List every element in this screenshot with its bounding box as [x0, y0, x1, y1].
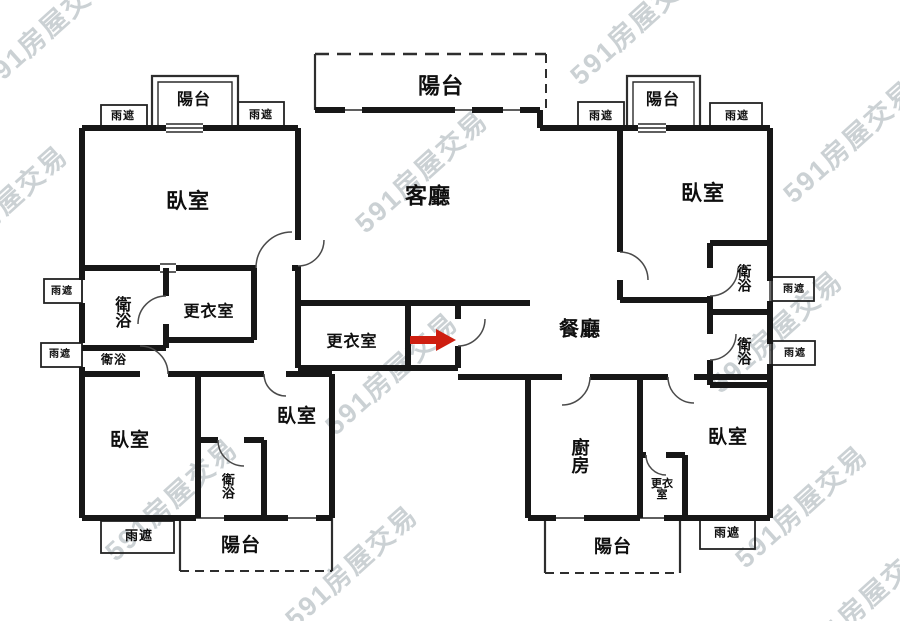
rain-cover-boxes: [40, 101, 816, 554]
balcony-top-right: [625, 74, 702, 128]
dressing-room-left-label: 更衣室: [183, 303, 235, 321]
entrance-arrow: [410, 329, 456, 351]
bedroom-bottom-left-label: 臥室: [109, 430, 151, 452]
bedroom-top-left-label: 臥室: [166, 188, 210, 213]
bedroom-top-right-label: 臥室: [681, 180, 725, 205]
bedroom-bottom-right-label: 臥室: [707, 427, 749, 449]
bathroom-right-lower-label: 衛浴: [735, 337, 751, 365]
living-room-label: 客廳: [404, 183, 452, 209]
bathroom-left-label: 衛浴: [112, 296, 130, 328]
balcony-top-left-label: 陽台: [176, 91, 212, 109]
balcony-top-center-label: 陽台: [417, 73, 465, 99]
dining-room-label: 餐廳: [559, 318, 601, 341]
bathroom-right-upper-label: 衛浴: [735, 264, 751, 292]
door-arcs: [137, 231, 739, 476]
balcony-top-right-label: 陽台: [645, 91, 681, 109]
bathroom-bottom-label: 衛浴: [219, 473, 235, 499]
rain-cover-bottom-right-label: 雨遮: [713, 525, 741, 540]
balcony-bottom-right-label: 陽台: [594, 536, 632, 557]
balcony-bottom-right: [543, 518, 682, 574]
balcony-top-center: [313, 52, 547, 110]
rain-cover-tr-left-label: 雨遮: [589, 110, 613, 123]
rain-cover-tr-right-label: 雨遮: [725, 110, 749, 123]
balcony-bottom-left: [178, 518, 334, 572]
balcony-bottom-left-label: 陽台: [220, 535, 262, 557]
rain-cover-left-upper-label: 雨遮: [51, 285, 73, 297]
kitchen-label: 廚房: [569, 438, 590, 474]
rain-cover-bottom-left-label: 雨遮: [124, 528, 154, 544]
dressing-room-center-label: 更衣室: [326, 333, 378, 351]
rain-cover-left-lower-label: 雨遮: [49, 348, 71, 360]
rain-cover-tl-right-label: 雨遮: [249, 109, 273, 122]
bedroom-bottom-mid-label: 臥室: [276, 406, 318, 428]
rain-cover-tl-left-label: 雨遮: [111, 110, 135, 123]
walls: [79, 107, 773, 521]
rain-cover-right-upper-label: 雨遮: [783, 283, 805, 295]
rain-cover-right-lower-label: 雨遮: [784, 347, 806, 359]
dressing-room-bottom-label: 更衣室: [651, 478, 673, 501]
bathroom-left-small-label: 衛浴: [100, 352, 128, 367]
